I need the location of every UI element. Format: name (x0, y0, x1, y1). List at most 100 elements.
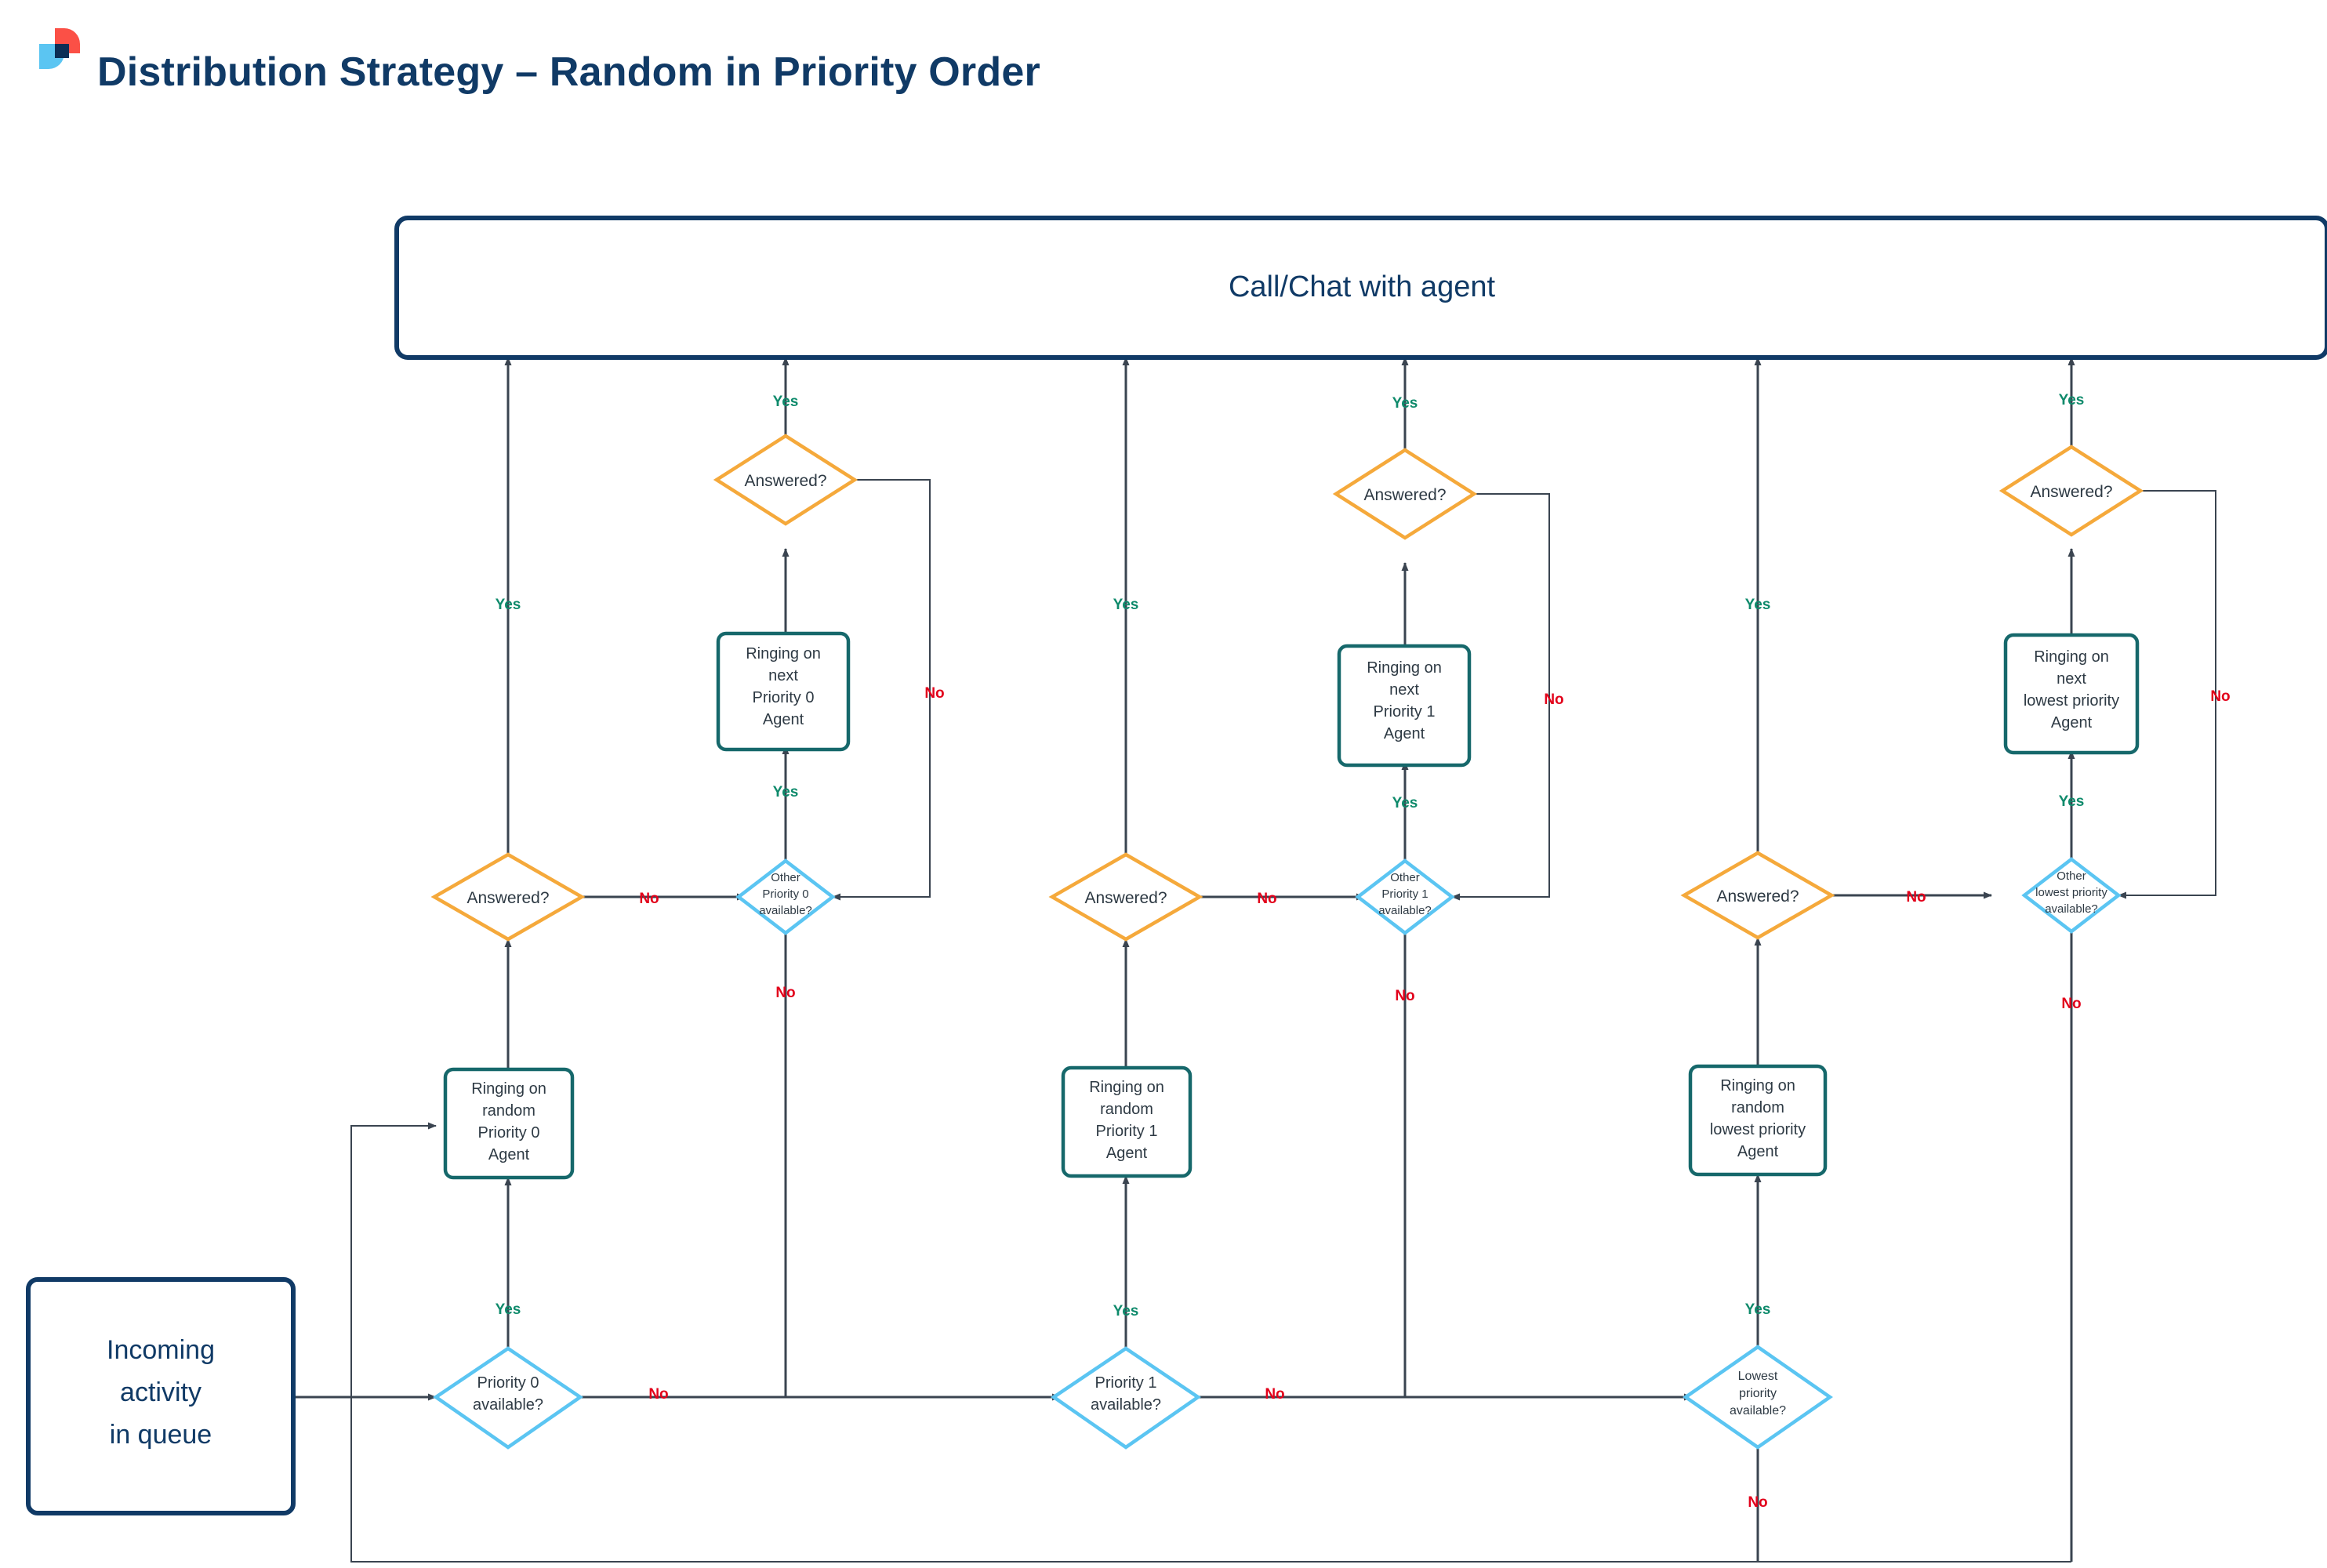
node-c0-answered-2[interactable]: Answered? (713, 434, 859, 526)
node-c2-other-available[interactable]: Other lowest priority available? (2021, 857, 2122, 934)
c2-ring-rand-line3: lowest priority (1710, 1121, 1806, 1138)
node-c2-priority-available[interactable]: Lowest priority available? (1683, 1345, 1833, 1450)
c0-ring-rand-line3: Priority 0 (478, 1124, 540, 1142)
node-c1-answered-2[interactable]: Answered? (1332, 448, 1478, 540)
c1-answered2-label: Answered? (1363, 486, 1446, 504)
c0-other-line1: Other (771, 871, 800, 884)
label-c2-avail-no: No (1748, 1494, 1767, 1511)
node-c0-priority-available[interactable]: Priority 0 available? (433, 1346, 583, 1450)
edge-c2-answered2-no (2118, 490, 2216, 899)
label-c2-other-no: No (2061, 996, 2081, 1012)
label-c1-other-no: No (1395, 988, 1414, 1004)
node-c0-ringing-random[interactable]: Ringing on random Priority 0 Agent (443, 1067, 575, 1180)
node-c1-other-available[interactable]: Other Priority 1 available? (1355, 858, 1455, 935)
c2-ring-next-line2: next (2057, 670, 2086, 688)
start-label-line1: Incoming (107, 1335, 215, 1365)
node-c2-answered-2[interactable]: Answered? (1998, 445, 2144, 537)
node-c0-answered[interactable]: Answered? (430, 852, 586, 942)
edge-layer (292, 357, 2216, 1563)
brand-logo-icon (39, 28, 80, 69)
c2-avail-line2: priority (1739, 1387, 1777, 1400)
c2-answered2-label: Answered? (2030, 483, 2112, 501)
edge-bottom-return-bus (350, 1122, 2071, 1563)
c0-ring-rand-line4: Agent (488, 1146, 530, 1163)
c1-answered-label: Answered? (1084, 889, 1167, 907)
c1-ring-rand-line4: Agent (1106, 1145, 1148, 1162)
c0-ring-rand-line1: Ringing on (471, 1080, 546, 1098)
label-c1-avail-no: No (1265, 1386, 1284, 1403)
c2-ring-rand-line1: Ringing on (1720, 1077, 1795, 1094)
label-c1-answered2-no: No (1544, 691, 1563, 708)
c1-ring-rand-line2: random (1100, 1101, 1153, 1118)
label-c2-answered2-no: No (2210, 688, 2230, 705)
c0-ring-next-line1: Ringing on (746, 645, 821, 662)
label-c0-other-yes: Yes (773, 784, 799, 800)
c2-other-line1: Other (2057, 869, 2086, 883)
c1-other-line3: available? (1378, 904, 1432, 917)
edge-c0-answered2-no (832, 479, 931, 901)
c0-avail-line2: available? (473, 1396, 543, 1414)
label-c0-avail-yes: Yes (496, 1301, 521, 1318)
c2-ring-rand-line2: random (1731, 1099, 1784, 1116)
c0-other-line3: available? (759, 904, 812, 917)
c0-answered2-label: Answered? (744, 472, 826, 490)
node-c2-ringing-next[interactable]: Ringing on next lowest priority Agent (2003, 633, 2140, 755)
label-c1-answered2-yes: Yes (1392, 395, 1418, 412)
start-label-line2: activity (120, 1377, 201, 1407)
c2-ring-rand-line4: Agent (1737, 1143, 1779, 1160)
label-c2-answered-no: No (1906, 889, 1926, 906)
c1-avail-line2: available? (1091, 1396, 1161, 1414)
c1-ring-rand-line3: Priority 1 (1096, 1123, 1158, 1140)
label-c0-answered-yes: Yes (496, 597, 521, 613)
c2-ring-next-line1: Ringing on (2034, 648, 2109, 666)
start-label-line3: in queue (110, 1420, 212, 1450)
c2-other-line3: available? (2045, 902, 2098, 916)
label-c1-answered-no: No (1257, 891, 1276, 907)
label-c1-avail-yes: Yes (1113, 1303, 1139, 1319)
node-incoming-activity-in-queue[interactable]: Incoming activity in queue (26, 1277, 296, 1515)
c0-avail-line1: Priority 0 (477, 1374, 539, 1392)
c0-answered-label: Answered? (466, 889, 549, 907)
call-chat-label: Call/Chat with agent (1229, 270, 1496, 303)
node-c0-other-available[interactable]: Other Priority 0 available? (735, 858, 836, 935)
node-c1-ringing-random[interactable]: Ringing on random Priority 1 Agent (1061, 1065, 1193, 1178)
node-c1-answered[interactable]: Answered? (1048, 852, 1203, 942)
c2-ring-next-line3: lowest priority (2024, 692, 2119, 710)
node-call-chat-with-agent[interactable]: Call/Chat with agent (394, 216, 2327, 360)
label-c2-answered-yes: Yes (1745, 597, 1771, 613)
label-c0-answered2-yes: Yes (773, 394, 799, 410)
page-header: Distribution Strategy – Random in Priori… (0, 0, 2327, 141)
c0-ring-next-line2: next (768, 667, 798, 684)
node-c2-answered[interactable]: Answered? (1680, 851, 1835, 940)
label-c2-answered2-yes: Yes (2059, 392, 2085, 408)
node-c1-priority-available[interactable]: Priority 1 available? (1051, 1346, 1201, 1450)
c0-ring-rand-line2: random (482, 1102, 535, 1120)
c1-ring-next-line2: next (1389, 681, 1419, 699)
node-c2-ringing-random[interactable]: Ringing on random lowest priority Agent (1688, 1064, 1828, 1177)
c2-avail-line3: available? (1730, 1404, 1786, 1417)
c2-avail-line1: Lowest (1738, 1370, 1778, 1383)
c1-other-line2: Priority 1 (1381, 887, 1428, 901)
c2-other-line2: lowest priority (2035, 886, 2107, 899)
c2-answered-label: Answered? (1716, 887, 1799, 906)
c0-other-line2: Priority 0 (762, 887, 808, 901)
c1-ring-rand-line1: Ringing on (1089, 1079, 1164, 1096)
label-c0-avail-no: No (648, 1386, 668, 1403)
node-c0-ringing-next[interactable]: Ringing on next Priority 0 Agent (716, 631, 851, 752)
c1-ring-next-line3: Priority 1 (1374, 703, 1436, 720)
c0-ring-next-line3: Priority 0 (753, 689, 815, 706)
c1-ring-next-line4: Agent (1384, 725, 1425, 742)
c2-ring-next-line4: Agent (2051, 714, 2093, 731)
c0-ring-next-line4: Agent (763, 711, 804, 728)
page-title: Distribution Strategy – Random in Priori… (97, 49, 1040, 95)
c1-avail-line1: Priority 1 (1095, 1374, 1157, 1392)
label-c0-answered2-no: No (924, 685, 944, 702)
edge-c1-answered2-no (1451, 493, 1550, 901)
label-c2-other-yes: Yes (2059, 793, 2085, 810)
label-c1-answered-yes: Yes (1113, 597, 1139, 613)
c1-other-line1: Other (1390, 871, 1420, 884)
node-c1-ringing-next[interactable]: Ringing on next Priority 1 Agent (1337, 644, 1472, 768)
label-c1-other-yes: Yes (1392, 795, 1418, 811)
